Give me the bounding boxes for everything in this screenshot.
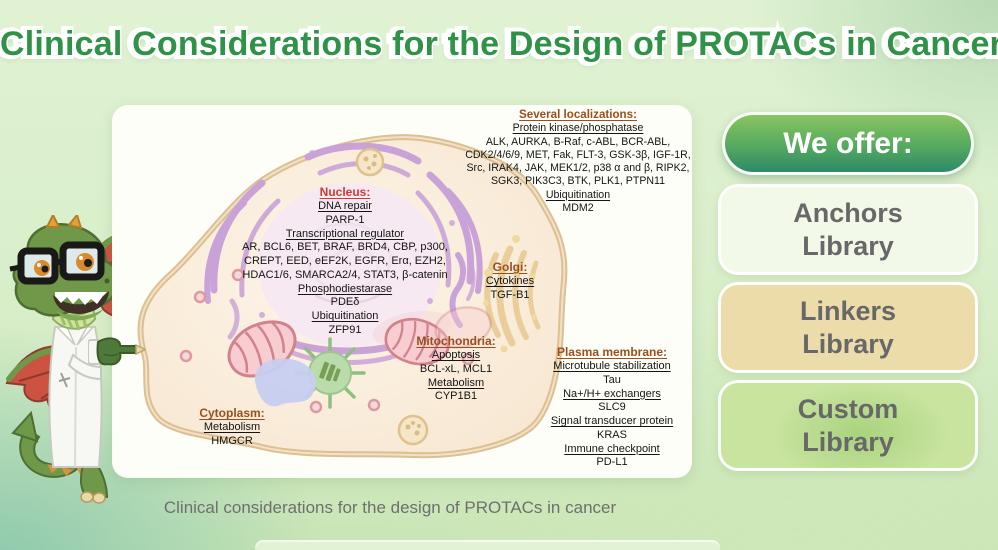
organelle-heading-several-localizations: Several localizations: [519,108,637,121]
target-list: PD-L1 [596,456,628,469]
pointing-hand-icon [88,337,146,366]
cell-group-nucleus: Nucleus: DNA repair PARP-1 Transcription… [230,185,460,338]
centrosome-organelle [294,337,366,409]
anchors-library-label: Anchors Library [793,197,903,261]
target-class-label: DNA repair [318,200,372,212]
target-list: TGF-B1 [490,288,530,301]
linkers-library-button[interactable]: Linkers Library [718,282,978,373]
custom-library-button[interactable]: Custom Library [718,380,978,471]
page-title-outline: Clinical Considerations for the Design o… [0,21,998,67]
target-list: BCL-xL, MCL1 [419,362,493,375]
target-class-label: Na+/H+ exchangers [563,387,661,400]
organelle-heading-golgi: Golgi: [492,260,528,274]
target-list: HMGCR [211,434,253,447]
next-section-peek [255,542,720,550]
cell-group-golgi: Golgi: Cytokines TGF-B1 [464,260,556,303]
custom-library-label: Custom Library [797,393,899,457]
vesicle [355,147,385,177]
linkers-library-label: Linkers Library [799,295,897,359]
target-class-label: Microtubule stabilization [553,360,671,372]
target-list: KRAS [597,428,627,441]
target-list: SLC9 [598,401,626,414]
cell-group-mitochondria: Mitochondria: Apoptosis BCL-xL, MCL1 Met… [400,334,512,404]
figure-caption: Clinical considerations for the design o… [163,498,617,517]
target-class-label: Metabolism [427,376,485,389]
small-vesicles [179,268,475,414]
cell-illustration-card: Several localizations: Protein kinase/ph… [112,105,692,478]
target-class-label: Cytokines [485,275,535,287]
target-class-label: Transcriptional regulator [285,227,405,240]
target-class-label: Phosphodiestarase [297,282,393,295]
target-class-label: Metabolism [203,421,261,433]
nucleus-organelle [258,183,442,347]
cell-group-several-localizations: Several localizations: Protein kinase/ph… [460,108,696,215]
target-class-label: Ubiquitination [311,310,379,322]
target-class-label: Apoptosis [431,349,481,361]
page-title-text: Clinical Considerations for the Design o… [0,25,998,63]
target-list: PDEδ [330,296,360,309]
we-offer-header: We offer: [722,112,974,175]
lysosome-organelle [254,358,316,407]
golgi-organelle [483,235,541,353]
target-list: Tau [603,373,621,386]
organelle-heading-plasma-membrane: Plasma membrane: [556,345,668,359]
target-list: MDM2 [562,201,594,214]
target-list: CYP1B1 [434,390,478,403]
cell-group-plasma-membrane: Plasma membrane: Microtubule stabilizati… [524,345,700,470]
mitochondrion [384,317,450,366]
target-list: ZFP91 [328,323,362,336]
target-list: PARP-1 [325,213,365,226]
organelle-heading-nucleus: Nucleus: [319,185,371,199]
target-class-label: Ubiquitination [545,188,611,201]
target-class-label: Protein kinase/phosphatase [512,122,644,135]
vesicle [397,414,429,446]
cell-illustration [137,134,568,459]
we-offer-label: We offer: [783,126,913,160]
target-class-label: Immune checkpoint [564,442,660,455]
anchors-library-button[interactable]: Anchors Library [718,184,978,275]
cell-group-cytoplasm: Cytoplasm: Metabolism HMGCR [176,406,288,449]
target-list: AR, BCL6, BET, BRAF, BRD4, CBP, p300, CR… [242,241,448,281]
organelle-heading-cytoplasm: Cytoplasm: [199,406,265,420]
target-class-label: Signal transducer protein [550,415,674,427]
page-title: Clinical Considerations for the Design o… [0,21,998,67]
mitochondrion [434,306,492,349]
organelle-heading-mitochondria: Mitochondria: [416,334,496,348]
target-list: ALK, AURKA, B-Raf, c-ABL, BCR-ABL, CDK2/… [465,135,691,188]
